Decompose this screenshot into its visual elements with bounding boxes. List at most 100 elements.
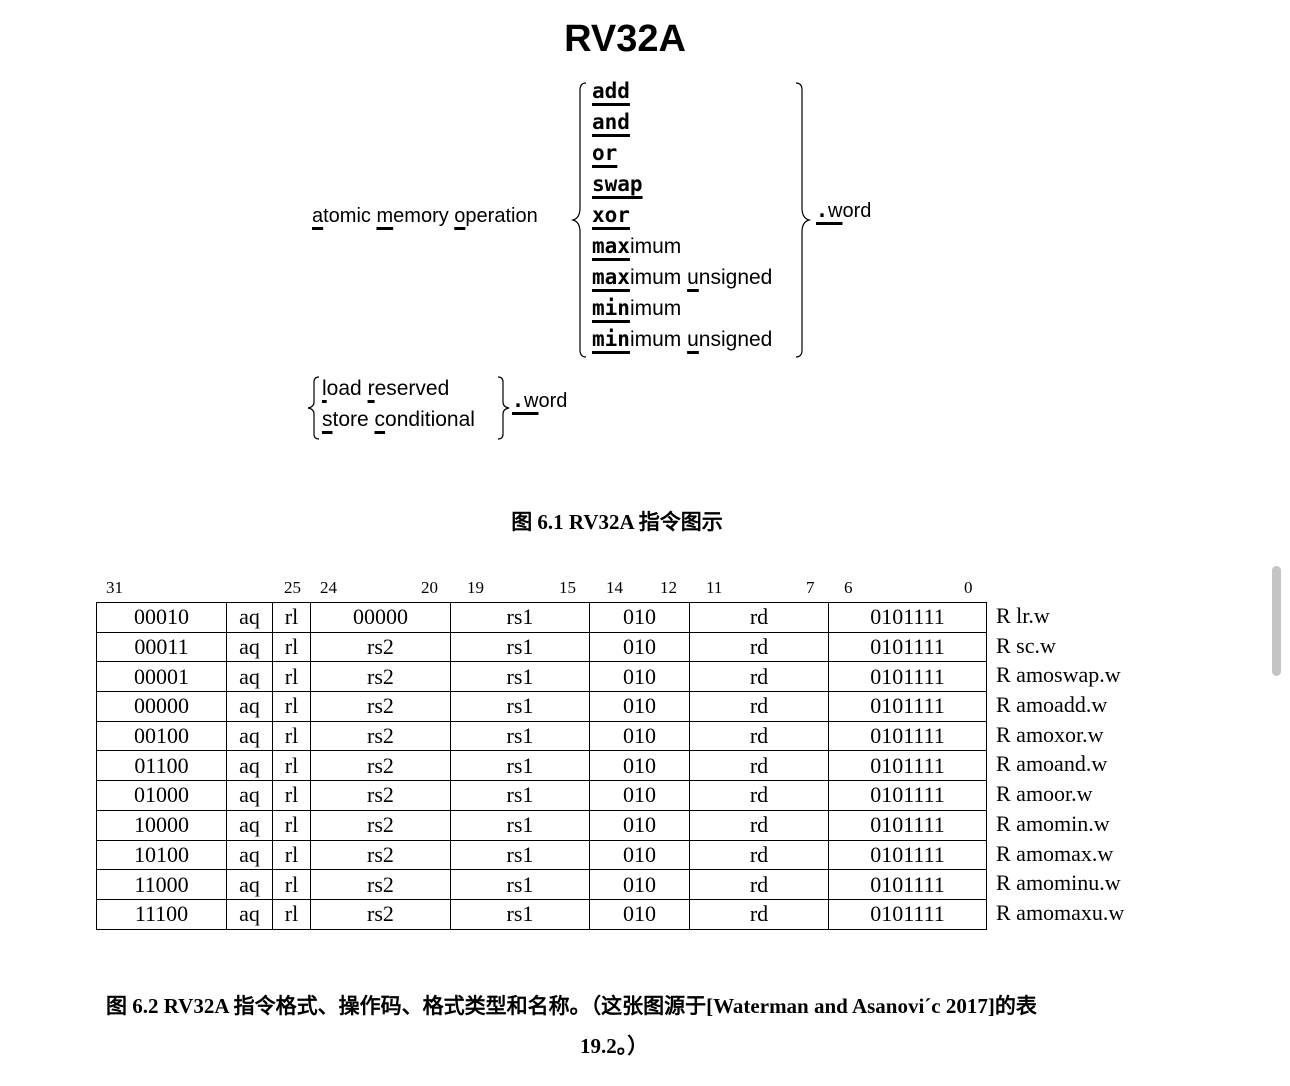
amo-left-brace [570,82,587,358]
underlined-initial: l [322,377,327,400]
cell-aq: aq [226,661,273,693]
cell-rl: rl [272,839,311,871]
cell-rl: rl [272,691,311,722]
underlined-initial: m [376,205,394,227]
amo-operation-item: minimum unsigned [592,326,772,357]
amo-operation-item: maximum unsigned [592,264,772,295]
underlined-initial: w [524,390,539,412]
lr-label: load reserved [322,377,449,401]
instruction-name: R amoand.w [996,751,1108,777]
cell-funct5: 00011 [96,631,227,663]
cell-rl: rl [272,661,311,693]
underlined-initial: r [367,377,375,400]
cell-funct3: 010 [589,661,690,693]
cell-rl: rl [272,898,311,930]
cell-opcode: 0101111 [828,750,987,782]
bit-position-label: 24 [320,578,337,597]
cell-rs2: rs2 [310,661,451,693]
cell-aq: aq [226,809,273,841]
cell-rs2: rs2 [310,750,451,782]
vertical-scrollbar-thumb[interactable] [1272,566,1281,676]
cell-funct3: 010 [589,750,690,782]
cell-funct5: 10000 [96,809,227,841]
underlined-initial: u [687,328,699,351]
sc-label: store conditional [322,408,475,432]
cell-aq: aq [226,691,273,722]
sc-label-text: store conditional [322,408,475,431]
amo-operation-item: maximum [592,233,681,264]
amo-mnemonic: swap [592,172,643,196]
instruction-name: R amoadd.w [996,692,1108,718]
cell-aq: aq [226,839,273,871]
amo-right-brace [795,82,812,358]
amo-operation-extra: unsigned [687,328,773,351]
cell-rl: rl [272,809,311,841]
cell-aq: aq [226,780,273,811]
amo-operation-item: swap [592,171,643,202]
cell-funct5: 10100 [96,839,227,871]
amo-operation-rest: imum [629,328,688,351]
cell-rd: rd [689,898,829,930]
cell-aq: aq [226,869,273,900]
bit-position-label: 11 [706,578,723,597]
cell-funct3: 010 [589,720,690,752]
cell-opcode: 0101111 [828,869,987,900]
amo-operation-extra: unsigned [687,266,773,289]
bit-position-label: 12 [660,578,677,597]
bit-position-label: 0 [964,578,973,597]
amo-mnemonic: min [592,296,630,320]
cell-funct3: 010 [589,869,690,900]
cell-rd: rd [689,602,829,633]
cell-rl: rl [272,602,311,633]
cell-rs2: rs2 [310,631,451,663]
cell-opcode: 0101111 [828,661,987,693]
cell-funct3: 010 [589,631,690,663]
amo-word-suffix: .word [816,198,871,223]
underlined-initial: u [687,266,699,289]
cell-rd: rd [689,809,829,841]
cell-rl: rl [272,869,311,900]
cell-aq: aq [226,898,273,930]
amo-suffix-word: word [828,200,872,222]
amo-operation-item: xor [592,202,630,233]
bit-position-label: 14 [606,578,623,597]
cell-rs1: rs1 [450,750,590,782]
cell-opcode: 0101111 [828,839,987,871]
cell-rs1: rs1 [450,839,590,871]
cell-opcode: 0101111 [828,691,987,722]
cell-opcode: 0101111 [828,631,987,663]
cell-funct5: 11000 [96,869,227,900]
amo-suffix-dot: . [816,198,829,222]
amo-mnemonic: max [592,234,630,258]
bit-position-label: 20 [421,578,438,597]
cell-funct3: 010 [589,809,690,841]
cell-rl: rl [272,780,311,811]
cell-aq: aq [226,750,273,782]
cell-rs1: rs1 [450,809,590,841]
underlined-initial: w [828,200,843,222]
cell-rl: rl [272,750,311,782]
cell-rs1: rs1 [450,720,590,752]
underlined-initial: c [374,408,386,431]
figure2-caption-line1: 图 6.2 RV32A 指令格式、操作码、格式类型和名称。（这张图源于[Wate… [106,994,1037,1018]
cell-rd: rd [689,691,829,722]
cell-rd: rd [689,780,829,811]
cell-funct3: 010 [589,780,690,811]
cell-rs2: rs2 [310,809,451,841]
instruction-name: R amoswap.w [996,662,1121,688]
underlined-initial: s [322,408,333,431]
amo-operation-rest: imum [629,235,682,258]
cell-funct5: 01100 [96,750,227,782]
cell-rd: rd [689,631,829,663]
lrsc-right-brace [497,376,510,440]
